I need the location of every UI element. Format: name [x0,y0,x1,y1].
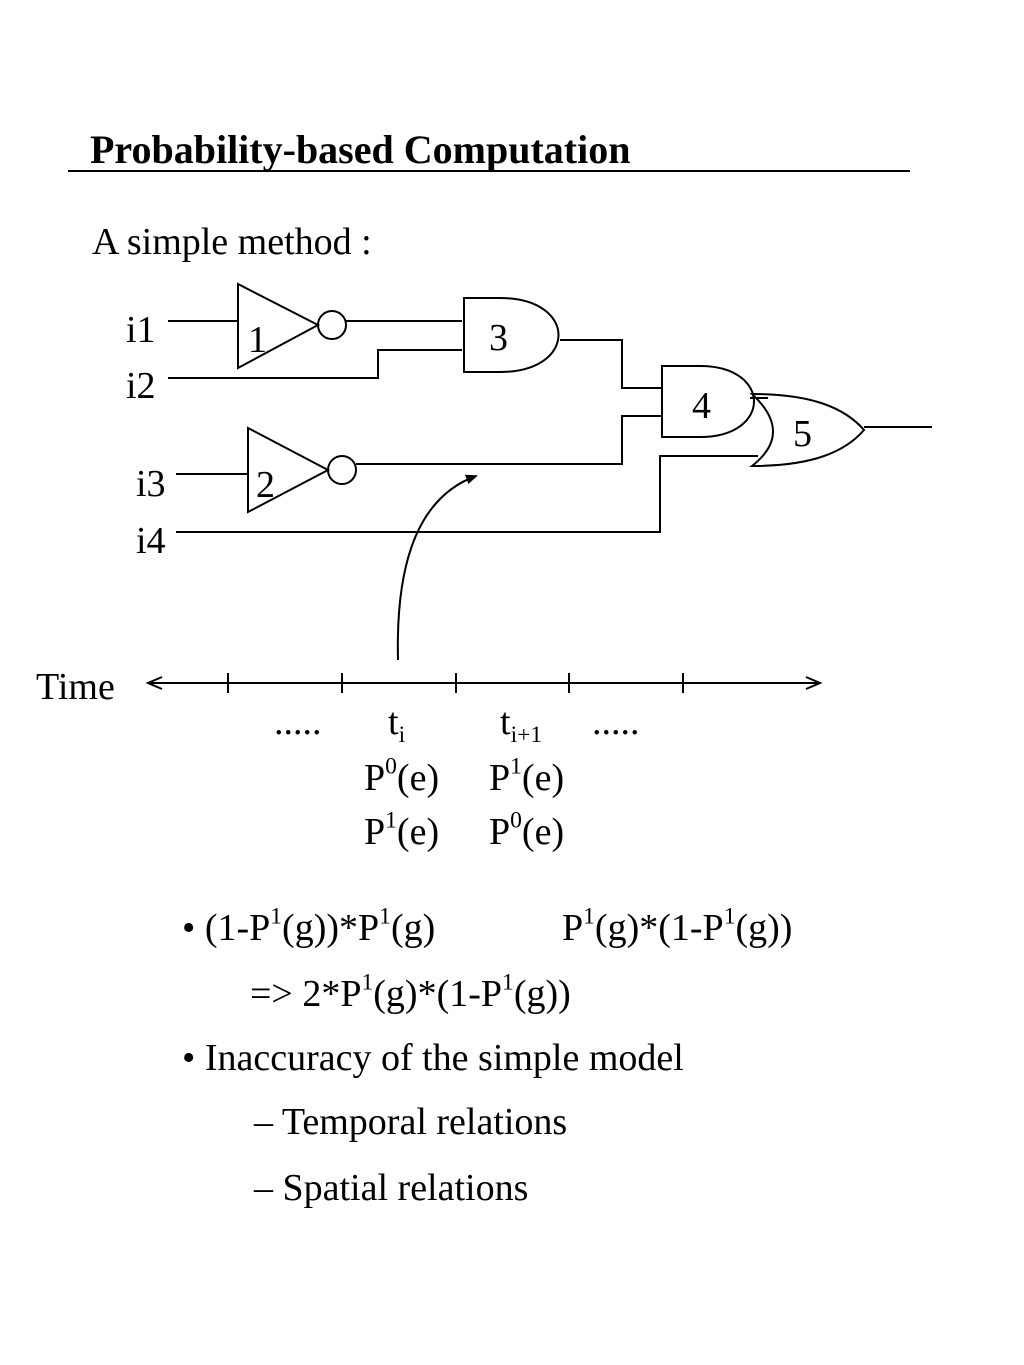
gate-label-4: 4 [692,385,711,427]
wire-i2 [168,349,462,379]
bullet-1-formula-2: P1(g)*(1-P1(g)) [562,903,793,949]
gate-2-bubble [327,455,357,485]
time-ti: ti [388,700,405,747]
ti-sub: i [398,722,406,749]
ti1-base: t [500,701,511,743]
time-axis-right-arrow [805,676,823,690]
input-label-i3: i3 [136,463,166,505]
input-label-i4: i4 [136,520,166,562]
gate-label-5: 5 [793,413,812,455]
bullet-2-text: Inaccuracy of the simple model [204,1037,684,1079]
gate-label-1: 1 [248,319,267,361]
gate-3-and [463,297,560,373]
pointer-arrow [396,474,478,661]
wire-g2-g4 [356,415,662,465]
title-underline [68,170,910,172]
time-ti1: ti+1 [500,700,542,747]
dots-left: ..... [274,701,322,743]
gate-4-and [661,365,755,438]
prob-ti-row2: P1(e) [364,807,440,853]
prob-ti-row1: P0(e) [364,753,440,799]
gate-label-2: 2 [256,464,275,506]
sub-bullet-spatial: – Spatial relations [254,1167,529,1209]
wire-g3-g4 [560,339,662,389]
input-label-i1: i1 [126,309,156,351]
slide-subtitle: A simple method : [92,221,372,263]
bullet-1: • (1-P1(g))*P1(g) [182,903,436,949]
gate-label-3: 3 [489,317,508,359]
bullet-dot: • [182,1037,196,1079]
slide-title: Probability-based Computation [90,127,631,172]
ti-base: t [388,701,399,743]
gate-2-inverter [247,426,331,514]
gate-1-bubble [317,310,347,340]
time-label: Time [36,666,115,708]
prob-ti1-row1: P1(e) [489,753,565,799]
gate-1-inverter [237,282,321,370]
sub-bullet-temporal: – Temporal relations [254,1101,568,1143]
time-axis-left-arrow [145,676,163,690]
bullet-dot: • [182,907,196,949]
bullet-1-result: => 2*P1(g)*(1-P1(g)) [250,969,571,1015]
prob-ti1-row2: P0(e) [489,807,565,853]
gate-5-or [749,392,866,468]
input-label-i2: i2 [126,365,156,407]
bullet-2: • Inaccuracy of the simple model [182,1036,684,1080]
ti1-sub: i+1 [510,722,543,749]
dots-right: ..... [592,701,640,743]
